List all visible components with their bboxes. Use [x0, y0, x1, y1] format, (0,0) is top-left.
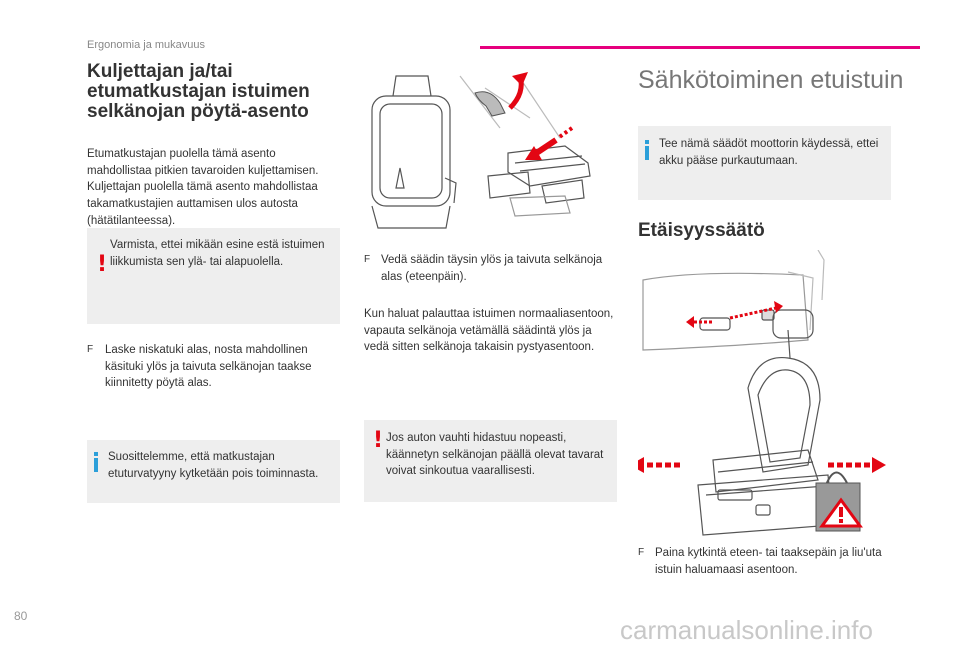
info-icon [94, 452, 98, 472]
left-warning-box: ! Varmista, ettei mikään esine estä istu… [87, 228, 340, 324]
section-header: Ergonomia ja mukavuus [87, 39, 206, 51]
bullet-icon: F [364, 254, 371, 265]
warning-icon: ! [97, 252, 108, 277]
left-info-box: Suosittelemme, että matkustajan etuturva… [87, 440, 340, 503]
right-subtitle: Etäisyyssäätö [638, 220, 765, 241]
bullet-icon: F [87, 344, 94, 355]
seat-table-illustration [371, 72, 591, 229]
left-section-title: Kuljettajan ja/tai etumatkustajan istuim… [87, 61, 310, 122]
bullet-icon: F [638, 547, 645, 558]
page-number: 80 [14, 609, 28, 623]
header-accent-bar [480, 46, 920, 49]
right-section-title: Sähkötoiminen etuistuin [638, 66, 904, 94]
left-intro-text: Etumatkustajan puolella tämä asento mahd… [87, 148, 319, 227]
left-warning-text: Varmista, ettei mikään esine estä istuim… [110, 239, 325, 268]
right-info-box: Tee nämä säädöt moottorin käydessä, ette… [638, 126, 891, 200]
left-step-text: Laske niskatuki alas, nosta mahdollinen … [105, 344, 312, 390]
right-step-text: Paina kytkintä eteen- tai taaksepäin ja … [655, 547, 882, 576]
middle-warning-text: Jos auton vauhti hidastuu nopeasti, kään… [386, 432, 604, 478]
right-info-text: Tee nämä säädöt moottorin käydessä, ette… [659, 138, 879, 167]
middle-warning-box: ! Jos auton vauhti hidastuu nopeasti, kä… [364, 420, 617, 502]
watermark: carmanualsonline.info [620, 615, 873, 645]
middle-step-text: Vedä säädin täysin ylös ja taivuta selkä… [381, 254, 603, 283]
left-info-text: Suosittelemme, että matkustajan etuturva… [108, 451, 319, 480]
info-icon [645, 140, 649, 160]
middle-body-text: Kun haluat palauttaa istuimen normaalias… [364, 308, 614, 354]
power-seat-illustration [638, 250, 886, 536]
warning-icon: ! [373, 428, 384, 453]
